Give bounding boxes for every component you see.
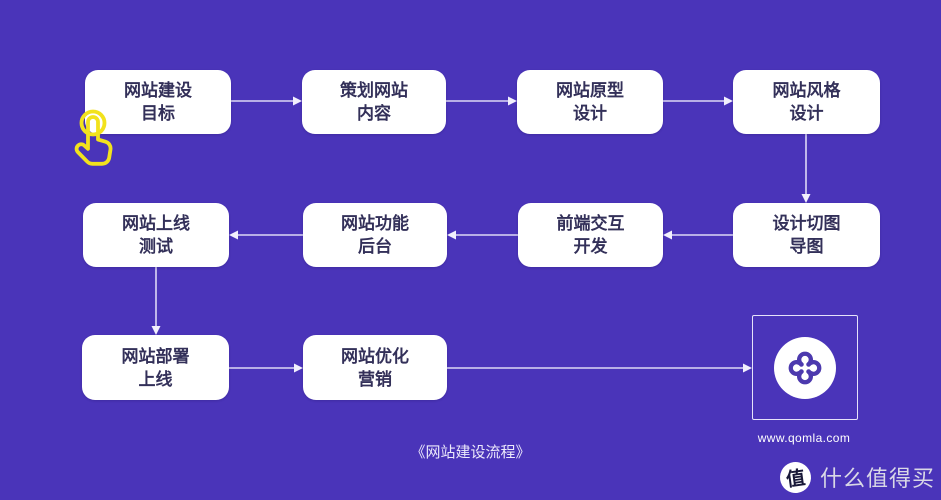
zhi-badge-icon: 值 [777,459,813,495]
qomla-logo [774,336,836,399]
logo-box [752,315,858,420]
watermark-text: 什么值得买 [819,466,935,491]
node-online-testing: 网站上线 测试 [83,203,229,267]
node-style-design: 网站风格 设计 [733,70,880,134]
diagram-caption: 《网站建设流程》 [410,444,531,461]
cursor-click-icon [74,109,113,166]
logo-url: www.qomla.com [757,431,851,445]
node-deploy-launch: 网站部署 上线 [82,335,229,400]
node-prototype-design: 网站原型 设计 [517,70,663,134]
node-design-slicing: 设计切图 导图 [733,203,880,267]
node-seo-marketing: 网站优化 营销 [303,335,447,400]
node-function-backend: 网站功能 后台 [303,203,447,267]
node-website-goal: 网站建设 目标 [85,70,231,134]
node-frontend-dev: 前端交互 开发 [518,203,663,267]
smzdm-watermark: 值 什么值得买 [777,458,935,496]
qomla-clover-icon [788,351,822,384]
node-plan-content: 策划网站 内容 [302,70,446,134]
